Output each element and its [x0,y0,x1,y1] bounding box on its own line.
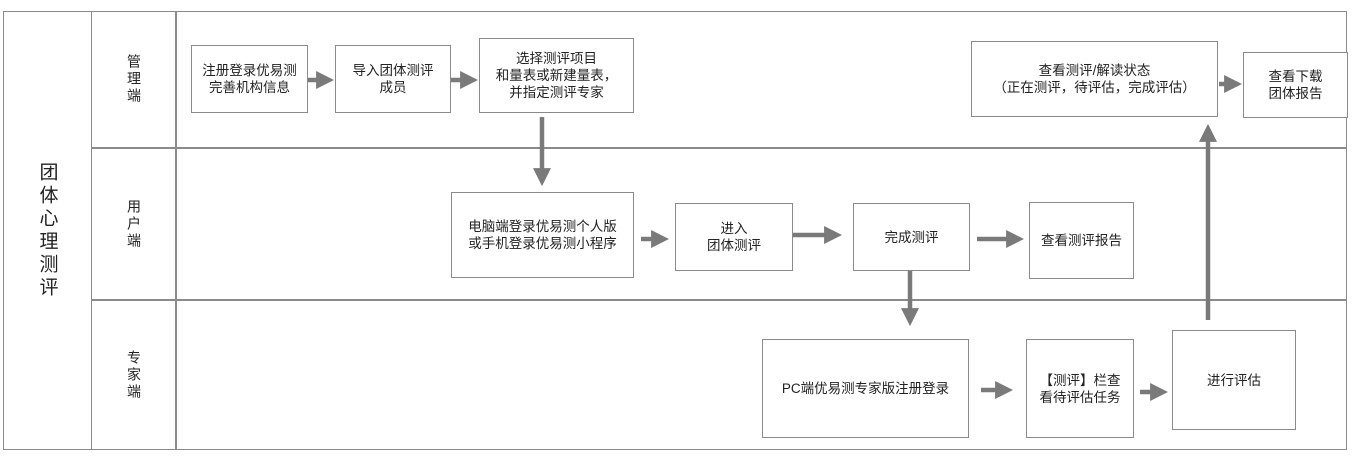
node-text: 或手机登录优易测小程序 [468,236,617,251]
node-admin-download: 查看下载团体报告 [1243,52,1348,118]
node-text: 并指定测评专家 [509,85,604,100]
node-admin-select: 选择测评项目和量表或新建量表， 并指定测评专家 [479,38,634,113]
node-text: 导入团体测评 [352,63,434,78]
node-user-report: 查看测评报告 [1029,202,1134,279]
diagram-frame [3,11,1347,450]
node-text: 进行评估 [1207,372,1261,388]
lane-divider-1 [91,147,1347,149]
node-text: 和量表或新建量表， [495,68,618,83]
node-text: 成员 [379,80,407,95]
lane-user: 用户端 [92,149,176,299]
lane-admin: 管理端 [92,11,176,147]
lane-label-admin: 管理端 [126,53,142,105]
node-text: 选择测评项目 [516,51,597,66]
lane-expert: 专家端 [92,301,176,450]
lane-label-divider [175,11,177,450]
lane-label-user: 用户端 [126,198,142,250]
lane-label-expert: 专家端 [126,350,142,401]
node-text: 查看下载 [1268,69,1323,84]
node-text: 团体测评 [707,238,761,253]
node-expert-register: PC端优易测专家版注册登录 [762,339,969,438]
node-text: 进入 [720,221,748,236]
node-text: 电脑端登录优易测个人版 [468,219,617,234]
node-user-login: 电脑端登录优易测个人版或手机登录优易测小程序 [451,192,634,278]
node-user-complete: 完成测评 [853,203,970,271]
node-expert-evaluate: 进行评估 [1172,330,1296,430]
lane-divider-2 [91,299,1347,301]
node-text: （正在测评，待评估，完成评估） [993,80,1196,95]
node-text: 查看测评/解读状态 [1038,63,1151,78]
node-text: 看待评估任务 [1039,389,1121,405]
node-admin-import: 导入团体测评成员 [335,45,451,113]
node-admin-register: 注册登录优易测完善机构信息 [191,45,308,113]
node-text: PC端优易测专家版注册登录 [781,381,950,396]
node-admin-status: 查看测评/解读状态 （正在测评，待评估，完成评估） [971,41,1218,117]
node-text: 注册登录优易测 [202,63,297,78]
node-text: 完成测评 [884,229,939,245]
title-divider [91,11,92,450]
node-text: 【测评】栏查 [1039,372,1121,388]
diagram-title: 团体心理测评 [36,161,58,300]
node-text: 查看测评报告 [1041,233,1122,248]
node-user-enter: 进入团体测评 [675,203,793,271]
node-text: 团体报告 [1268,86,1323,101]
diagram-title-cell: 团体心理测评 [3,11,91,450]
node-text: 完善机构信息 [209,80,290,95]
node-expert-tasks: 【测评】栏查看待评估任务 [1026,339,1134,438]
